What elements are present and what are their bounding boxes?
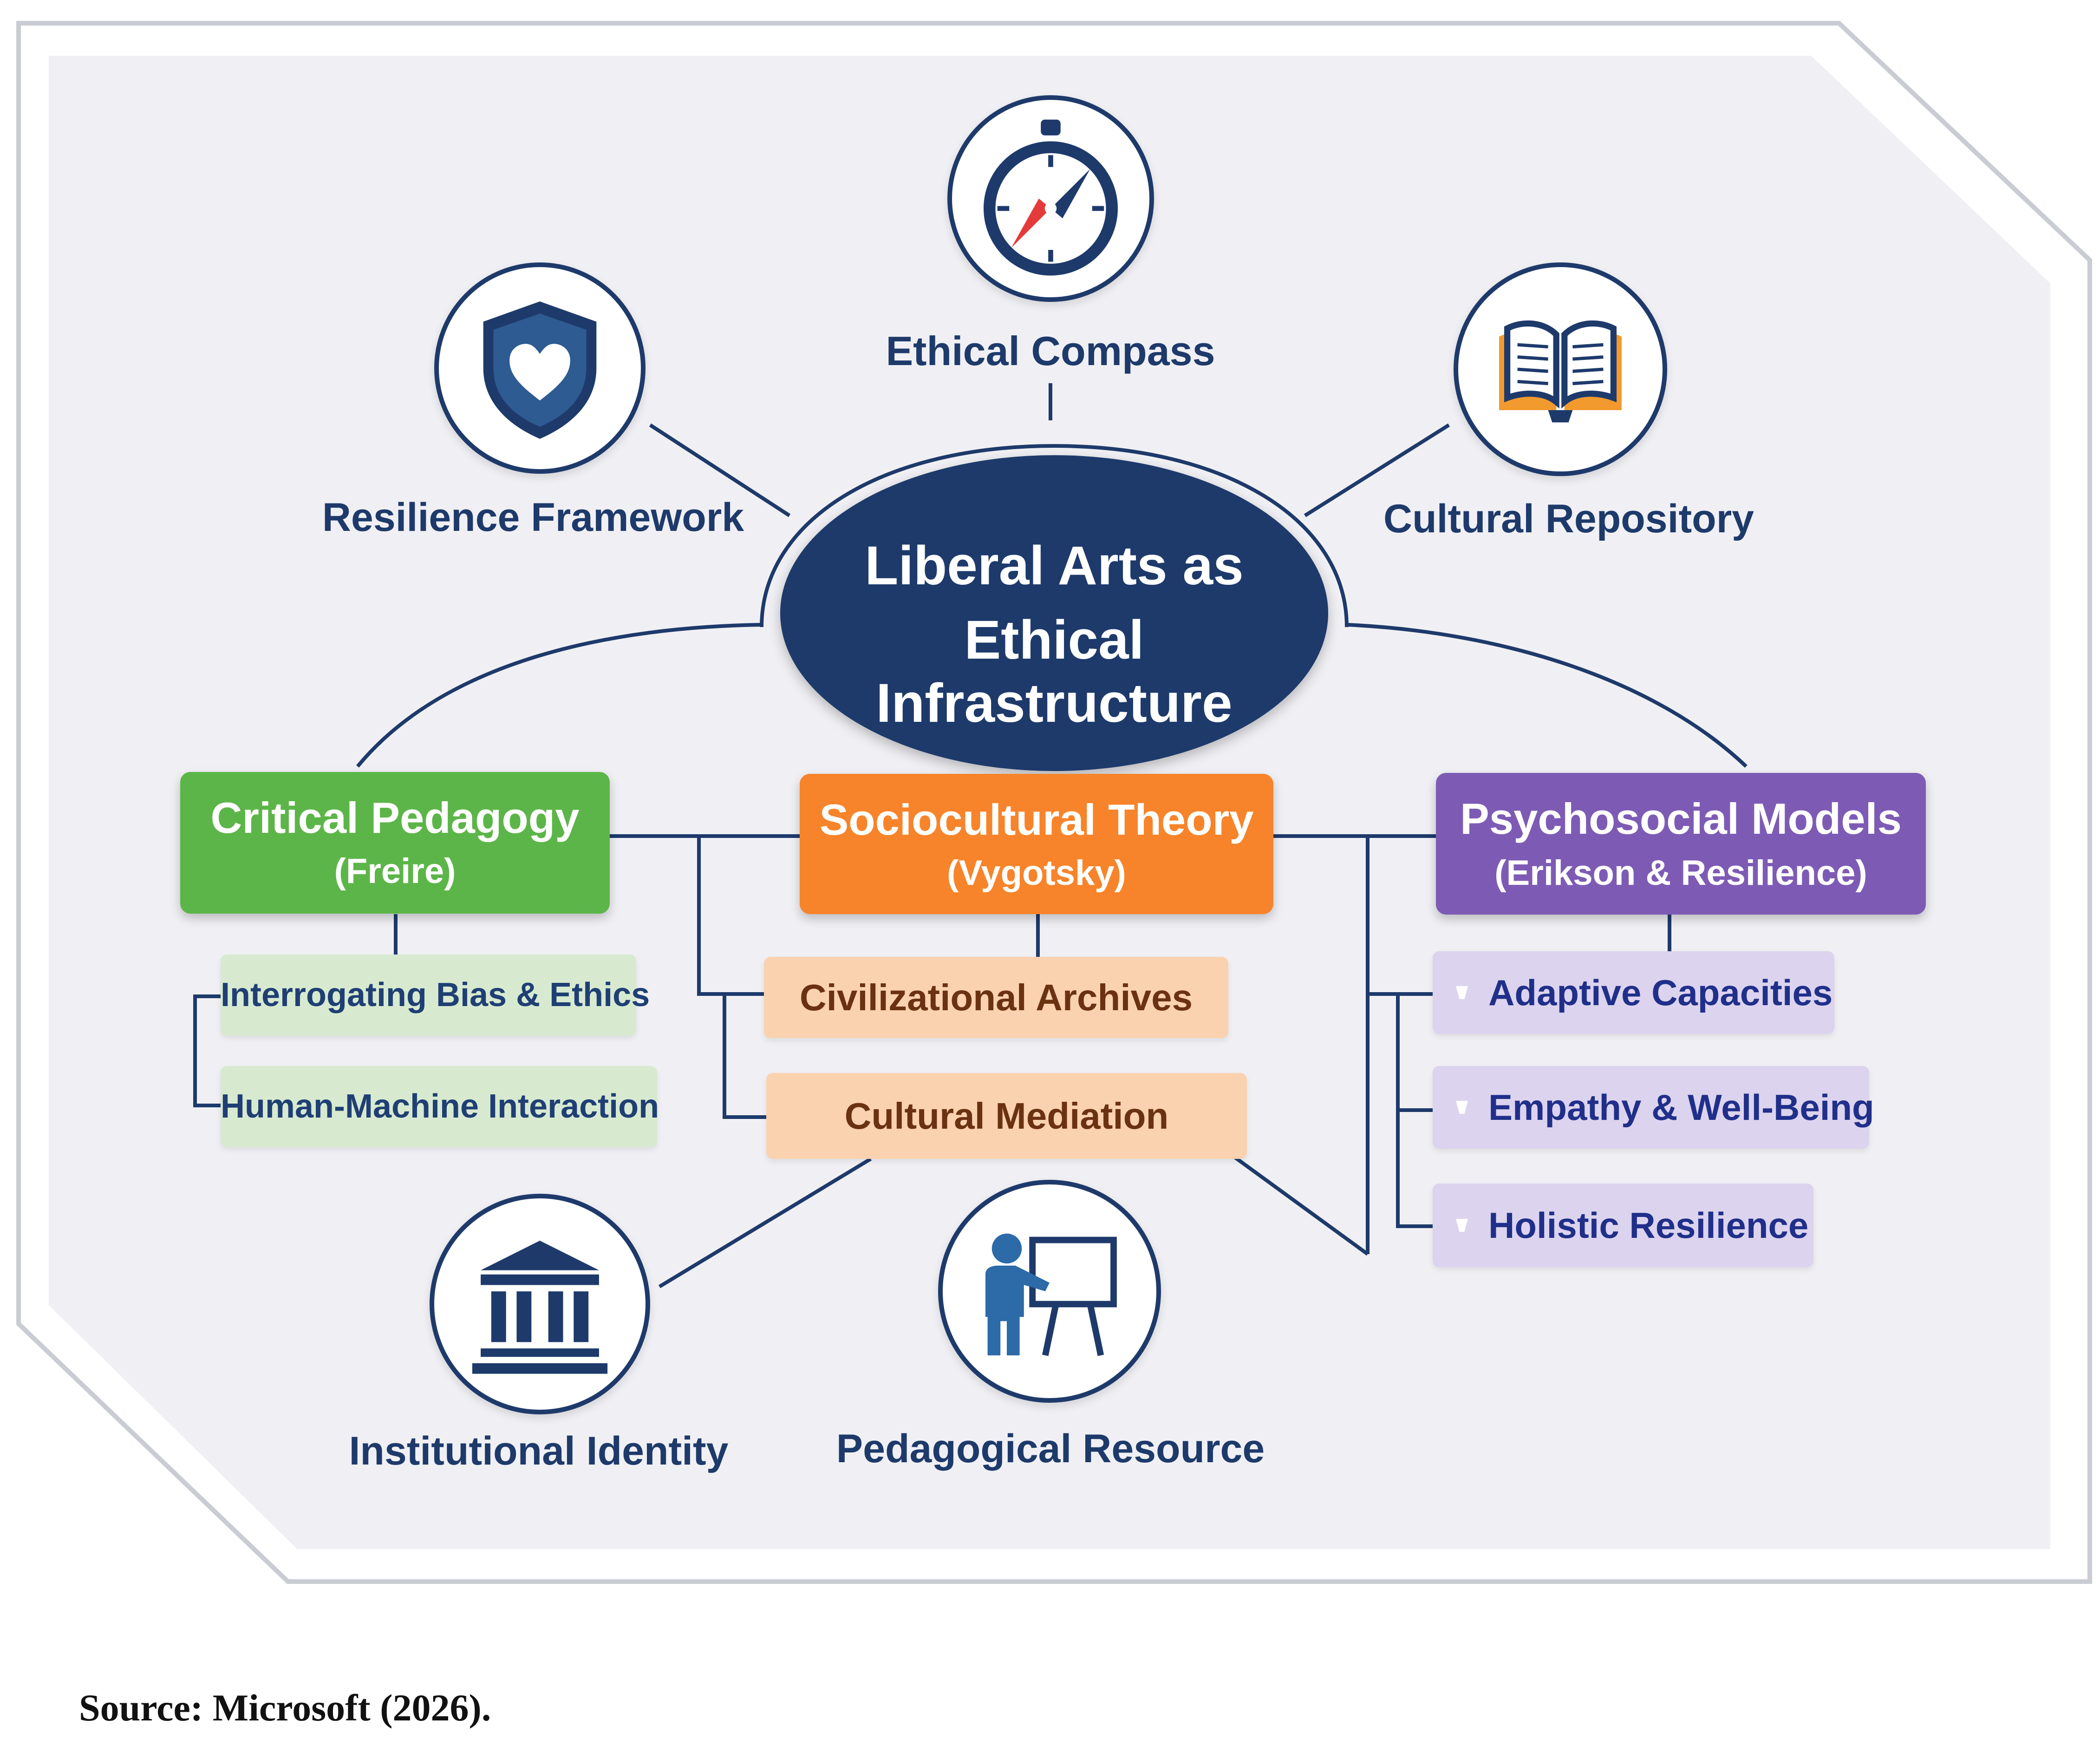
role-label-institutional-identity: Institutional Identity [349, 1429, 729, 1473]
sub-item-psycho-2: Empathy & Well-Being [1433, 1066, 1874, 1149]
role-label-cultural-repository: Cultural Repository [1383, 497, 1754, 541]
institution-icon [430, 1194, 650, 1414]
teacher-board-icon [938, 1180, 1161, 1403]
theory-title-sociocultural: Sociocultural Theory [819, 795, 1254, 844]
connector-resilience [649, 423, 791, 517]
sub-item-psycho-2-label: Empathy & Well-Being [1488, 1087, 1874, 1128]
theory-subtitle-sociocultural: (Vygotsky) [947, 853, 1126, 893]
connector-repository [1304, 423, 1450, 517]
central-hub-line-2: Ethical Infrastructure [876, 609, 1233, 734]
sub-item-psycho-1: Adaptive Capacities [1433, 951, 1834, 1034]
open-book-icon [1454, 262, 1667, 476]
sub-item-critical-2: Human-Machine Interaction [221, 1066, 659, 1147]
connector-socio-branch-1 [697, 836, 766, 996]
connector-pedagogical [1229, 1152, 1369, 1256]
role-label-ethical-compass: Ethical Compass [886, 328, 1215, 374]
sub-item-psycho-3-label: Holistic Resilience [1488, 1205, 1809, 1246]
theory-subtitle-critical: (Freire) [334, 851, 456, 891]
connector-psycho-branch-2 [1396, 994, 1433, 1228]
theory-title-psychosocial: Psychosocial Models [1460, 794, 1902, 843]
connector-critical-branch [193, 994, 221, 1107]
compass-icon [947, 95, 1154, 302]
source-caption: Source: Microsoft (2026). [79, 1687, 491, 1729]
theory-box-psychosocial: Psychosocial Models (Erikson & Resilienc… [1436, 773, 1926, 915]
theory-subtitle-psychosocial: (Erikson & Resilience) [1494, 853, 1867, 893]
theory-box-sociocultural: Sociocultural Theory (Vygotsky) [800, 774, 1273, 914]
bullet-marker [1456, 1101, 1468, 1114]
sub-item-psycho-1-label: Adaptive Capacities [1488, 972, 1833, 1013]
bullet-marker [1456, 986, 1468, 999]
role-label-pedagogical-resource: Pedagogical Resource [836, 1426, 1265, 1471]
bullet-marker [1456, 1219, 1468, 1232]
role-label-resilience-framework: Resilience Framework [322, 495, 744, 540]
central-hub: Liberal Arts as Ethical Infrastructure [780, 455, 1328, 771]
sub-item-psycho-3: Holistic Resilience [1433, 1184, 1813, 1267]
sub-item-socio-1: Civilizational Archives [764, 957, 1228, 1038]
shield-heart-icon [434, 262, 646, 474]
central-hub-line-1: Liberal Arts as [865, 535, 1244, 596]
connector-hub-arc [760, 444, 1349, 628]
connector-arc-left [356, 623, 762, 768]
sub-item-critical-1: Interrogating Bias & Ethics [221, 955, 650, 1036]
sub-item-socio-2: Cultural Mediation [766, 1073, 1247, 1159]
connector-arc-right [1346, 623, 1748, 768]
connector-institution [658, 1157, 872, 1288]
theory-box-critical-pedagogy: Critical Pedagogy (Freire) [180, 772, 610, 914]
theory-title-critical: Critical Pedagogy [210, 793, 580, 842]
connector-socio-branch-2 [723, 994, 766, 1119]
